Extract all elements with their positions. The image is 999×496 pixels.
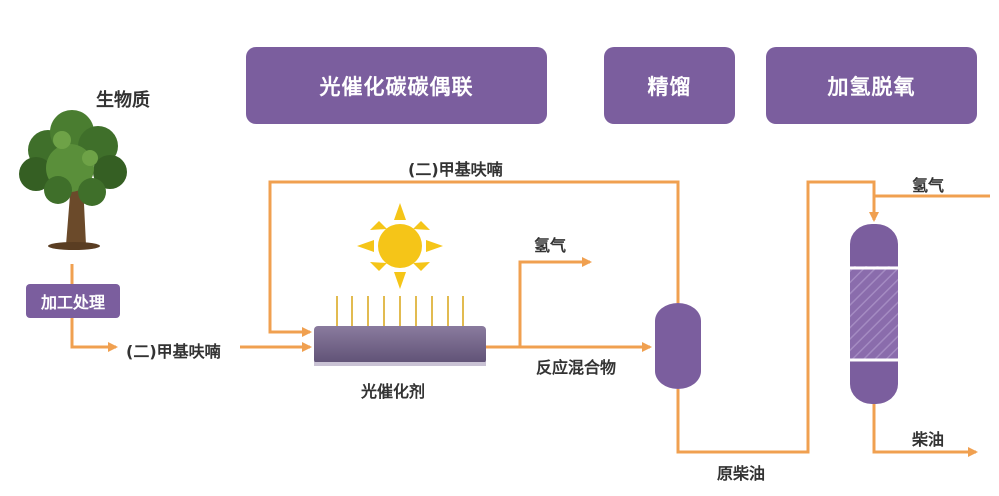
biomass-label: 生物质 (96, 90, 150, 111)
hydrogen-out-label: 氢气 (534, 236, 567, 255)
methylfuran-recycle-label: (二)甲基呋喃 (408, 160, 503, 179)
photocatalyst-label: 光催化剂 (361, 382, 426, 401)
photocatalyst-plate (314, 326, 486, 366)
reaction-mixture-label: 反应混合物 (536, 358, 617, 377)
tree-icon (19, 110, 127, 250)
header-photocatalytic-coupling: 光催化碳碳偶联 (246, 47, 547, 124)
distillation-column-icon (655, 303, 701, 389)
hydrogen-in-label: 氢气 (912, 176, 945, 195)
methylfuran-feed-label: (二)甲基呋喃 (126, 342, 221, 361)
processing-box: 加工处理 (26, 284, 120, 318)
header-distillation: 精馏 (604, 47, 735, 124)
reactor-column-icon (850, 224, 898, 404)
flow-lines (70, 180, 990, 457)
sun-icon (357, 203, 443, 289)
diesel-label: 柴油 (912, 430, 945, 449)
crude-diesel-label: 原柴油 (717, 464, 766, 483)
header-hydrodeoxygenation: 加氢脱氧 (766, 47, 977, 124)
